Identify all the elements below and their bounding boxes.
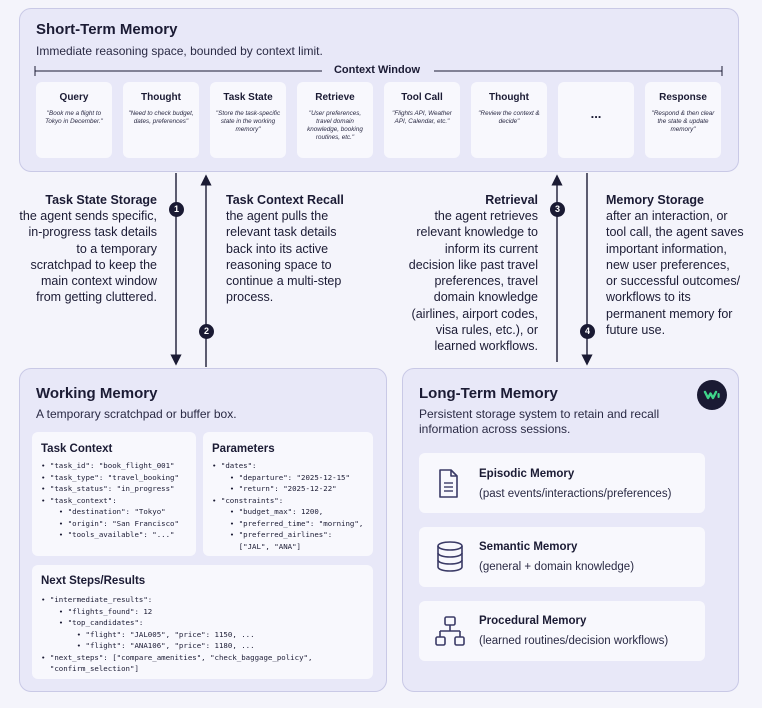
cw-item-desc: "Book me a flight to Tokyo in December." (45, 110, 103, 125)
code-line: • "departure": "2025-12-15" (212, 472, 350, 482)
ellipsis-label: ... (590, 106, 602, 121)
task-context-title: Task Context (41, 443, 113, 455)
code-line: • "intermediate_results": (41, 595, 153, 604)
task-state-storage-desc: the agent sends specific, in-progress ta… (19, 209, 157, 305)
cw-item-title: Tool Call (401, 92, 443, 103)
episodic-memory-card (419, 453, 705, 513)
cw-item-desc: "Need to check budget, dates, preference… (128, 110, 194, 125)
document-icon (439, 469, 458, 498)
code-line: • "next_steps": ["compare_amenities", "c… (41, 652, 313, 662)
working-memory-subtitle: A temporary scratchpad or buffer box. (36, 407, 237, 421)
short-term-memory-subtitle: Immediate reasoning space, bounded by co… (36, 44, 323, 58)
retrieval-desc: the agent retrieves relevant knowledge t… (408, 209, 538, 354)
cw-item-response: Response "Respond & then clear the state … (645, 82, 721, 158)
step-badge-4: 4 (580, 324, 595, 339)
cw-item-task-state: Task State "Store the task-specific state… (210, 82, 286, 158)
cw-item-retrieve: Retrieve "User preferences, travel domain… (297, 82, 373, 158)
step-badge-2: 2 (199, 324, 214, 339)
cw-item-desc: "Flights API, Weather API, Calendar, etc… (392, 110, 452, 125)
cw-item-query: Query "Book me a flight to Tokyo in Decem… (36, 82, 112, 158)
next-steps-title: Next Steps/Results (41, 575, 146, 587)
cw-item-desc: "User preferences, travel domain knowled… (307, 110, 363, 141)
code-line: • "destination": "Tokyo" (41, 507, 166, 516)
semantic-memory-desc: (general + domain knowledge) (479, 561, 635, 573)
context-window-label: Context Window (333, 64, 421, 76)
cw-item-title: Retrieve (315, 92, 355, 103)
code-line: • "tools_available": "..." (41, 530, 175, 539)
semantic-memory-title: Semantic Memory (479, 541, 578, 553)
short-term-memory-title: Short-Term Memory (36, 21, 178, 38)
code-line: • "origin": "San Francisco" (41, 518, 179, 528)
task-context-card (32, 432, 196, 556)
context-window-bracket (34, 66, 723, 76)
code-line: "confirm_selection"] (41, 664, 139, 673)
cw-item-title: Thought (141, 92, 181, 103)
cw-item-title: Thought (489, 92, 529, 103)
procedural-memory-card (419, 601, 705, 661)
code-line: • "task_context": (41, 495, 117, 505)
procedural-memory-desc: (learned routines/decision workflows) (479, 635, 669, 647)
cw-item-ellipsis: ... (558, 82, 634, 158)
parameters-title: Parameters (212, 443, 275, 455)
code-line: • "preferred_airlines": (212, 530, 333, 539)
task-context-recall-title: Task Context Recall (226, 193, 344, 207)
code-line: • "flight": "JAL005", "price": 1150, ... (41, 629, 255, 639)
task-state-storage-title: Task State Storage (45, 193, 157, 207)
database-icon (437, 541, 463, 572)
procedural-memory-title: Procedural Memory (479, 615, 587, 627)
step-badge-3: 3 (550, 202, 565, 217)
cw-item-desc: "Respond & then clear the state & update… (651, 110, 715, 133)
code-line: • "top_candidates": (41, 618, 144, 627)
cw-item-title: Query (59, 92, 89, 103)
code-line: • "task_status": "in_progress" (41, 484, 175, 493)
logo-icon (703, 390, 720, 400)
code-line: • "task_type": "travel_booking" (41, 472, 179, 482)
cw-item-thought-2: Thought "Review the context & decide" (471, 82, 547, 158)
long-term-memory-subtitle-2: information across sessions. (419, 422, 571, 436)
cw-item-desc: "Store the task-specific state in the wo… (215, 110, 281, 133)
working-memory-title: Working Memory (36, 385, 158, 402)
long-term-memory-title: Long-Term Memory (419, 385, 558, 402)
task-context-code: • "task_id": "book_flight_001" • "task_ty… (41, 460, 179, 541)
next-steps-card (32, 565, 373, 679)
semantic-memory-card (419, 527, 705, 587)
parameters-code: • "dates": • "departure": "2025-12-15" •… (212, 460, 363, 552)
code-line: • "dates": (212, 461, 257, 470)
code-line: • "budget_max": 1200, (212, 507, 324, 516)
step-badge-1: 1 (169, 202, 184, 217)
long-term-memory-subtitle-1: Persistent storage system to retain and … (419, 407, 660, 421)
retrieval-title: Retrieval (485, 193, 538, 207)
task-context-recall-desc: the agent pulls the relevant task detail… (226, 209, 342, 305)
code-line: ["JAL", "ANA"] (212, 541, 301, 551)
episodic-memory-title: Episodic Memory (479, 468, 575, 480)
cw-item-title: Task State (223, 92, 273, 103)
memory-storage-title: Memory Storage (606, 193, 704, 207)
flowchart-icon (435, 616, 465, 646)
code-line: • "constraints": (212, 495, 284, 505)
cw-item-tool-call: Tool Call "Flights API, Weather API, Cale… (384, 82, 460, 158)
parameters-card (203, 432, 373, 556)
code-line: • "task_id": "book_flight_001" (41, 461, 175, 470)
code-line: • "preferred_time": "morning", (212, 518, 364, 528)
cw-item-title: Response (659, 92, 707, 103)
next-steps-code: • "intermediate_results": • "flights_fou… (41, 594, 312, 675)
code-line: • "flights_found": 12 (41, 606, 153, 616)
code-line: • "return": "2025-12-22" (212, 484, 337, 493)
brand-logo (697, 380, 727, 410)
cw-item-desc: "Review the context & decide" (478, 110, 540, 125)
code-line: • "flight": "ANA106", "price": 1180, ... (41, 641, 255, 650)
episodic-memory-desc: (past events/interactions/preferences) (479, 488, 672, 500)
memory-storage-desc: after an interaction, or tool call, the … (606, 209, 744, 338)
cw-item-thought: Thought "Need to check budget, dates, pre… (123, 82, 199, 158)
